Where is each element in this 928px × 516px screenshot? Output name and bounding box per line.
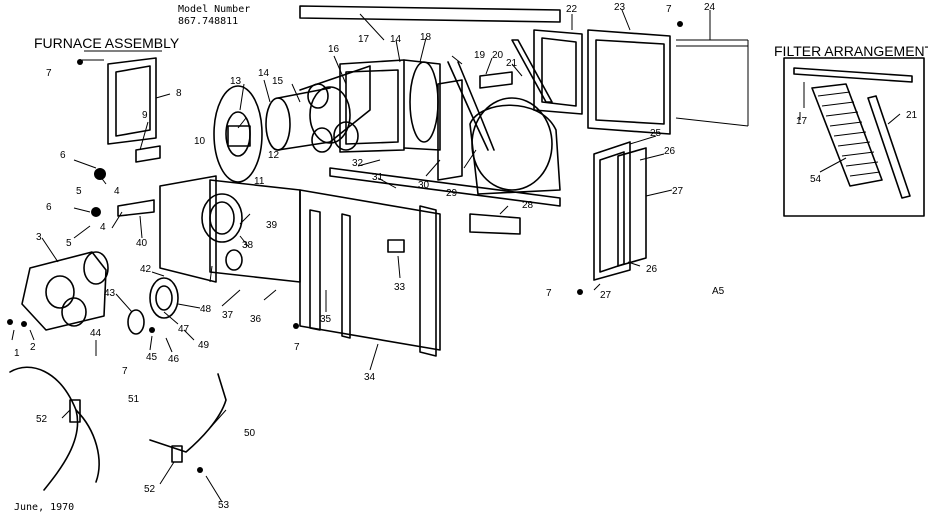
callout-37: 37 — [222, 310, 234, 321]
callout-30: 30 — [418, 180, 430, 191]
leader-lines — [11, 9, 901, 503]
callout-20: 20 — [492, 50, 504, 61]
callout-26-b: 26 — [646, 264, 658, 275]
callout-17: 17 — [358, 34, 370, 45]
callout-47: 47 — [178, 324, 190, 335]
heat-exchanger — [213, 59, 441, 183]
callout-6-b: 6 — [46, 202, 52, 213]
callout-4: 4 — [114, 186, 120, 197]
callout-43: 43 — [104, 288, 116, 299]
filter-arrangement-inset — [783, 57, 925, 217]
callout-50: 50 — [244, 428, 256, 439]
callout-26: 26 — [664, 146, 676, 157]
callout-7-d: 7 — [122, 366, 128, 377]
callout-52-b: 52 — [144, 484, 156, 495]
callout-31: 31 — [372, 172, 384, 183]
callout-23: 23 — [614, 2, 626, 13]
top-cover — [299, 5, 561, 23]
callout-5-b: 5 — [66, 238, 72, 249]
callout-7-b: 7 — [666, 4, 672, 15]
callout-7-e: 7 — [294, 342, 300, 353]
callout-48: 48 — [200, 304, 212, 315]
callout-8: 8 — [176, 88, 182, 99]
callout-46: 46 — [168, 354, 180, 365]
cabinet-panels — [159, 167, 561, 357]
model-label: Model Number — [178, 4, 250, 15]
callout-13: 13 — [230, 76, 242, 87]
callout-44: 44 — [90, 328, 102, 339]
date-label: June, 1970 — [14, 502, 74, 513]
callout-32: 32 — [352, 158, 364, 169]
callout-12: 12 — [268, 150, 280, 161]
callout-38: 38 — [242, 240, 254, 251]
callout-16: 16 — [328, 44, 340, 55]
callout-19: 19 — [474, 50, 486, 61]
callout-51: 51 — [128, 394, 140, 405]
callout-2: 2 — [30, 342, 36, 353]
callout-52: 52 — [36, 414, 48, 425]
filter-frames — [511, 29, 749, 281]
callout-24: 24 — [704, 2, 716, 13]
callout-10: 10 — [194, 136, 206, 147]
callout-9: 9 — [142, 110, 148, 121]
callout-40: 40 — [136, 238, 148, 249]
callout-3: 3 — [36, 232, 42, 243]
callout-35: 35 — [320, 314, 332, 325]
model-number: 867.748811 — [178, 16, 238, 27]
callout-33: 33 — [394, 282, 406, 293]
furnace-assembly-heading: FURNACE ASSEMBLY — [34, 35, 180, 51]
callout-25: 25 — [650, 128, 662, 139]
callout-36: 36 — [250, 314, 262, 325]
callout-5: 5 — [76, 186, 82, 197]
callout-34: 34 — [364, 372, 376, 383]
callout-45: 45 — [146, 352, 158, 363]
callout-49: 49 — [198, 340, 210, 351]
fasteners — [7, 21, 683, 329]
callout-6: 6 — [60, 150, 66, 161]
callout-18: 18 — [420, 32, 432, 43]
diagram-code: A5 — [712, 286, 725, 297]
burner-assembly — [21, 145, 243, 335]
callout-1: 1 — [14, 348, 20, 359]
blower-housing — [437, 61, 561, 195]
callout-28: 28 — [522, 200, 534, 211]
wiring-harness — [9, 366, 227, 491]
callout-15: 15 — [272, 76, 284, 87]
callouts: 7 8 9 10 11 12 13 14 15 16 17 14 18 19 2… — [14, 2, 918, 511]
callout-4-b: 4 — [100, 222, 106, 233]
callout-14: 14 — [258, 68, 270, 79]
wall-panel — [107, 57, 157, 145]
callout-29: 29 — [446, 188, 458, 199]
callout-21-b: 21 — [906, 110, 918, 121]
callout-7-c: 7 — [546, 288, 552, 299]
callout-53: 53 — [218, 500, 230, 511]
callout-39: 39 — [266, 220, 278, 231]
callout-7: 7 — [46, 68, 52, 79]
filter-arrangement-heading: FILTER ARRANGEMENT — [774, 43, 928, 59]
callout-42: 42 — [140, 264, 152, 275]
callout-22: 22 — [566, 4, 578, 15]
callout-54: 54 — [810, 174, 822, 185]
callout-17-b: 17 — [796, 116, 808, 127]
callout-14-b: 14 — [390, 34, 402, 45]
callout-21: 21 — [506, 58, 518, 69]
callout-27-b: 27 — [600, 290, 612, 301]
callout-11: 11 — [254, 176, 265, 187]
callout-27: 27 — [672, 186, 684, 197]
